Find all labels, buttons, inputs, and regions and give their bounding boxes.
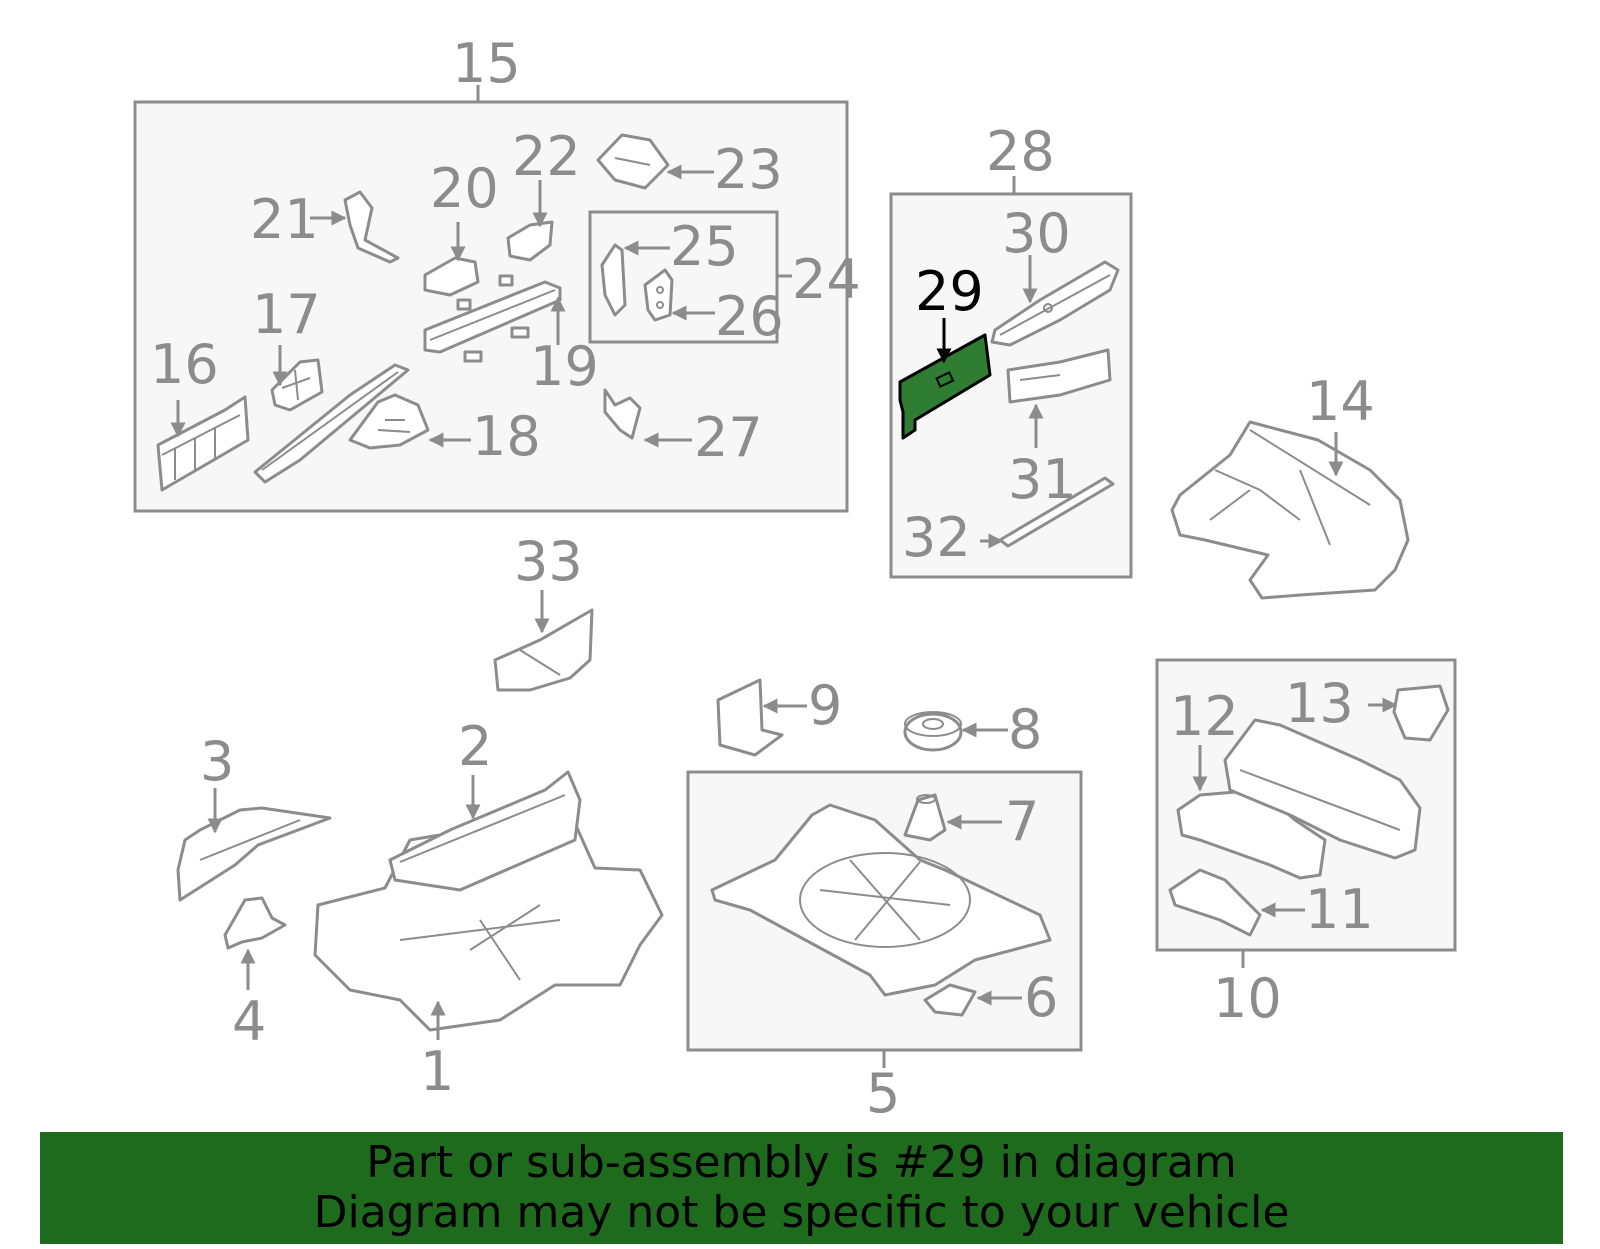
part-5[interactable]: [710, 803, 1052, 997]
callout-6[interactable]: 6: [1024, 966, 1058, 1029]
part-31[interactable]: [1006, 348, 1112, 404]
part-27[interactable]: [603, 388, 642, 440]
callout-26[interactable]: 26: [715, 285, 784, 348]
callout-21[interactable]: 21: [250, 188, 319, 251]
callout-22[interactable]: 22: [512, 125, 581, 188]
part-3[interactable]: [176, 806, 332, 902]
part-11[interactable]: [1168, 868, 1262, 937]
part-rail[interactable]: [253, 363, 410, 484]
callout-9[interactable]: 9: [808, 674, 842, 737]
part-14[interactable]: [1170, 420, 1410, 600]
part-16[interactable]: [156, 395, 250, 492]
part-26[interactable]: [643, 268, 674, 322]
callout-33[interactable]: 33: [514, 530, 583, 593]
callout-18[interactable]: 18: [472, 405, 541, 468]
callout-32[interactable]: 32: [902, 506, 971, 569]
callout-27[interactable]: 27: [694, 406, 763, 469]
callout-30[interactable]: 30: [1002, 202, 1071, 265]
callout-1[interactable]: 1: [420, 1040, 454, 1103]
part-2[interactable]: [388, 770, 582, 892]
part-21[interactable]: [343, 190, 400, 264]
callout-20[interactable]: 20: [430, 157, 499, 220]
callout-13[interactable]: 13: [1285, 672, 1354, 735]
callout-29[interactable]: 29: [915, 260, 984, 323]
callout-17[interactable]: 17: [252, 283, 321, 346]
callout-10[interactable]: 10: [1213, 967, 1282, 1030]
callout-3[interactable]: 3: [200, 730, 234, 793]
callout-24[interactable]: 24: [792, 248, 861, 311]
callout-15[interactable]: 15: [452, 32, 521, 95]
callout-2[interactable]: 2: [458, 715, 492, 778]
callout-19[interactable]: 19: [530, 335, 599, 398]
part-4[interactable]: [223, 896, 287, 950]
part-22[interactable]: [506, 220, 554, 262]
callout-31[interactable]: 31: [1008, 448, 1077, 511]
part-8[interactable]: [903, 711, 963, 752]
part-18[interactable]: [348, 393, 430, 450]
callout-5[interactable]: 5: [866, 1062, 900, 1125]
callout-25[interactable]: 25: [670, 215, 739, 278]
callout-11[interactable]: 11: [1305, 878, 1374, 941]
part-25[interactable]: [600, 243, 627, 317]
callout-7[interactable]: 7: [1005, 790, 1039, 853]
callout-23[interactable]: 23: [714, 138, 783, 201]
callout-12[interactable]: 12: [1170, 685, 1239, 748]
info-banner: Part or sub-assembly is #29 in diagram D…: [40, 1132, 1563, 1244]
part-7[interactable]: [903, 793, 947, 842]
banner-line-2: Diagram may not be specific to your vehi…: [313, 1187, 1290, 1238]
callout-28[interactable]: 28: [986, 120, 1055, 183]
part-9[interactable]: [716, 678, 784, 757]
part-33[interactable]: [493, 608, 594, 692]
part-30[interactable]: [990, 260, 1120, 347]
callout-14[interactable]: 14: [1306, 370, 1375, 433]
part-29[interactable]: [898, 333, 992, 440]
parts-diagram: 15 16 17 18 19 20 21 22 23 24 25 26 27 2…: [133, 32, 1457, 1125]
part-19[interactable]: [423, 274, 562, 363]
banner-line-1: Part or sub-assembly is #29 in diagram: [366, 1137, 1237, 1188]
callout-4[interactable]: 4: [232, 990, 266, 1053]
callout-8[interactable]: 8: [1008, 698, 1042, 761]
part-10-panel[interactable]: [1223, 718, 1422, 860]
callout-16[interactable]: 16: [150, 333, 219, 396]
part-6[interactable]: [923, 983, 977, 1017]
part-32[interactable]: [998, 476, 1115, 548]
